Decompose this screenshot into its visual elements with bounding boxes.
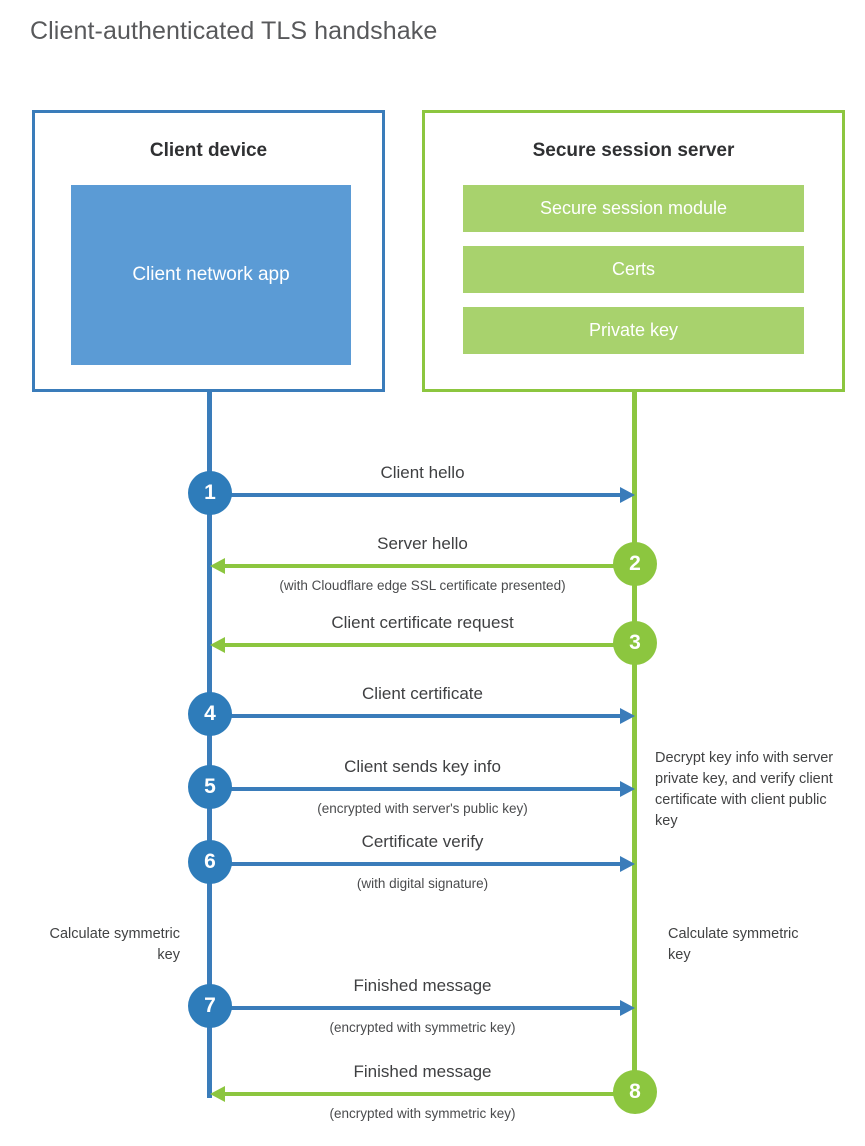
- secure-session-server-box: Secure session server Secure session mod…: [422, 110, 845, 392]
- secure-session-server-title: Secure session server: [532, 140, 735, 161]
- message-2-arrowhead-icon: [210, 558, 225, 574]
- message-3-arrowhead-icon: [210, 637, 225, 653]
- note-client-calculate-symmetric-key: Calculate symmetric key: [49, 926, 180, 964]
- client-device-title: Client device: [149, 140, 268, 161]
- note-server-calculate-symmetric-key: Calculate symmetric key: [668, 926, 799, 964]
- message-7-arrowhead-icon: [620, 1000, 635, 1016]
- step-badge-4: 4: [188, 692, 232, 736]
- step-badge-8: 8: [613, 1070, 657, 1114]
- client-lifeline: [207, 392, 212, 1098]
- message-1-line: [210, 493, 620, 497]
- message-5-sublabel: (encrypted with server's public key): [317, 801, 528, 816]
- server-component-stack: Secure session module Certs Private key: [463, 185, 804, 354]
- message-8-label: Finished message: [353, 1062, 492, 1081]
- step-badge-3: 3: [613, 621, 657, 665]
- message-8-arrowhead-icon: [210, 1086, 225, 1102]
- server-chip-certs: Certs: [463, 246, 804, 293]
- step-badge-7: 7: [188, 984, 232, 1028]
- page-title: Client-authenticated TLS handshake: [30, 17, 438, 45]
- message-2-label: Server hello: [377, 534, 468, 553]
- message-1-label: Client hello: [380, 463, 465, 482]
- message-5-arrowhead-icon: [620, 781, 635, 797]
- message-7-label: Finished message: [353, 976, 492, 995]
- message-2-line: [225, 564, 635, 568]
- message-4-line: [210, 714, 620, 718]
- message-6-line: [210, 862, 620, 866]
- server-chip-private-key: Private key: [463, 307, 804, 354]
- message-8-line: [225, 1092, 635, 1096]
- message-3-label: Client certificate request: [331, 613, 514, 632]
- message-6-sublabel: (with digital signature): [356, 876, 489, 891]
- client-device-box: Client device Client network app: [32, 110, 385, 392]
- step-badge-6: 6: [188, 840, 232, 884]
- message-4-label: Client certificate: [362, 684, 483, 703]
- step-badge-5: 5: [188, 765, 232, 809]
- message-7-line: [210, 1006, 620, 1010]
- message-4-arrowhead-icon: [620, 708, 635, 724]
- step-badge-1: 1: [188, 471, 232, 515]
- message-1-arrowhead-icon: [620, 487, 635, 503]
- message-6-arrowhead-icon: [620, 856, 635, 872]
- server-chip-secure-session-module: Secure session module: [463, 185, 804, 232]
- step-badge-2: 2: [613, 542, 657, 586]
- message-6-label: Certificate verify: [361, 832, 484, 851]
- message-2-sublabel: (with Cloudflare edge SSL certificate pr…: [279, 578, 566, 593]
- server-lifeline: [632, 392, 637, 1092]
- client-network-app-block: Client network app: [71, 185, 351, 365]
- message-5-line: [210, 787, 620, 791]
- note-server-decrypt-key-info: Decrypt key info with server private key…: [655, 750, 834, 830]
- message-7-sublabel: (encrypted with symmetric key): [329, 1020, 516, 1035]
- message-3-line: [225, 643, 635, 647]
- message-5-label: Client sends key info: [344, 757, 501, 776]
- message-8-sublabel: (encrypted with symmetric key): [329, 1106, 516, 1121]
